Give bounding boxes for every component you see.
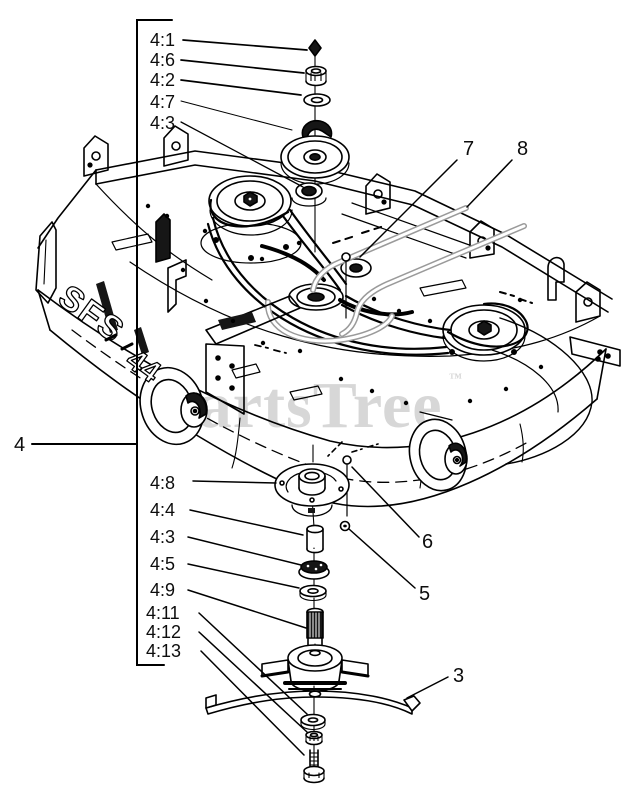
callout-8: 8 (466, 138, 528, 208)
callout-4-5: 4:5 (150, 554, 300, 589)
callout-4-4: 4:4 (150, 500, 304, 536)
callout-3: 3 (406, 665, 464, 699)
callout-4-3-bottom: 4:3 (150, 527, 302, 566)
bearing-4-3 (298, 560, 330, 580)
callout-4-9: 4:9 (150, 580, 307, 629)
discharge-chute (491, 317, 593, 465)
svg-text:6: 6 (422, 531, 433, 553)
svg-text:4:13: 4:13 (146, 641, 181, 661)
spindle-housing (260, 644, 370, 692)
callout-4-8: 4:8 (150, 473, 277, 493)
svg-text:4:12: 4:12 (146, 622, 181, 642)
svg-text:7: 7 (463, 138, 474, 160)
deck-holes (145, 203, 544, 406)
svg-text:4:6: 4:6 (150, 50, 175, 70)
bottom-exploded-stack (205, 463, 421, 784)
center-wheel (408, 411, 468, 492)
svg-text:4:8: 4:8 (150, 473, 175, 493)
right-spindle-pulley (442, 304, 526, 362)
svg-text:4:7: 4:7 (150, 92, 175, 112)
callout-4-11: 4:11 (146, 603, 308, 715)
callout-6: 6 (351, 466, 433, 553)
svg-text:4:3: 4:3 (150, 527, 175, 547)
svg-text:4:3: 4:3 (150, 113, 175, 133)
callout-4-7: 4:7 (150, 92, 293, 131)
deck-illustration: SFS 44 (35, 39, 621, 784)
callout-4-2: 4:2 (150, 70, 302, 96)
locknut-4-6 (305, 65, 327, 87)
svg-text:4:5: 4:5 (150, 554, 175, 574)
callout-4-group: 4 (14, 434, 25, 456)
callouts: 4 4:1 4:6 4:2 4:7 4:3 4:8 4:4 (14, 19, 528, 756)
callout-4-1: 4:1 (150, 30, 308, 51)
top-exploded-stack (280, 39, 350, 207)
deck-slots (111, 233, 467, 401)
blade-3 (205, 690, 421, 715)
washer-4-5 (299, 584, 327, 602)
rear-brackets (83, 125, 621, 367)
center-pulley-4-3 (280, 135, 350, 185)
blade-washer-4-11 (300, 713, 326, 731)
svg-text:3: 3 (453, 665, 464, 687)
watermark-tm: ™ (449, 370, 462, 385)
decal-model-text: SFS (51, 278, 132, 351)
drive-belt (206, 198, 529, 356)
screw-5 (339, 520, 351, 532)
svg-text:8: 8 (517, 138, 528, 160)
guide-screw (341, 252, 351, 319)
callout-4-13: 4:13 (146, 641, 305, 756)
belt-guide-rods (264, 205, 527, 344)
left-spindle-pulley (200, 175, 302, 264)
callout-5: 5 (348, 528, 430, 605)
group-bracket-4: 4 (14, 19, 173, 666)
left-wheel (139, 295, 301, 446)
callout-4-3-top: 4:3 (150, 113, 304, 188)
svg-text:4:1: 4:1 (150, 30, 175, 50)
washer-4-2 (303, 93, 331, 107)
svg-text:4:4: 4:4 (150, 500, 175, 520)
rear-frame-rail (95, 150, 613, 313)
svg-text:5: 5 (419, 583, 430, 605)
callout-7: 7 (359, 138, 474, 258)
svg-text:4:2: 4:2 (150, 70, 175, 90)
callout-4-12: 4:12 (146, 622, 308, 733)
spindle-flange-4-8 (274, 463, 350, 517)
spacer-4-4 (306, 524, 324, 554)
blade-bolt-4-13 (303, 749, 325, 784)
bearing-hub (291, 182, 327, 207)
svg-text:4:9: 4:9 (150, 580, 175, 600)
center-spindle-opening (260, 244, 414, 317)
explode-dashes (327, 441, 379, 457)
blade-locknut-4-12 (305, 730, 323, 746)
callout-4-6: 4:6 (150, 50, 305, 74)
svg-text:4:11: 4:11 (146, 603, 180, 623)
belt-keeper-4-7 (301, 119, 333, 140)
bolt-4-1 (308, 39, 322, 57)
